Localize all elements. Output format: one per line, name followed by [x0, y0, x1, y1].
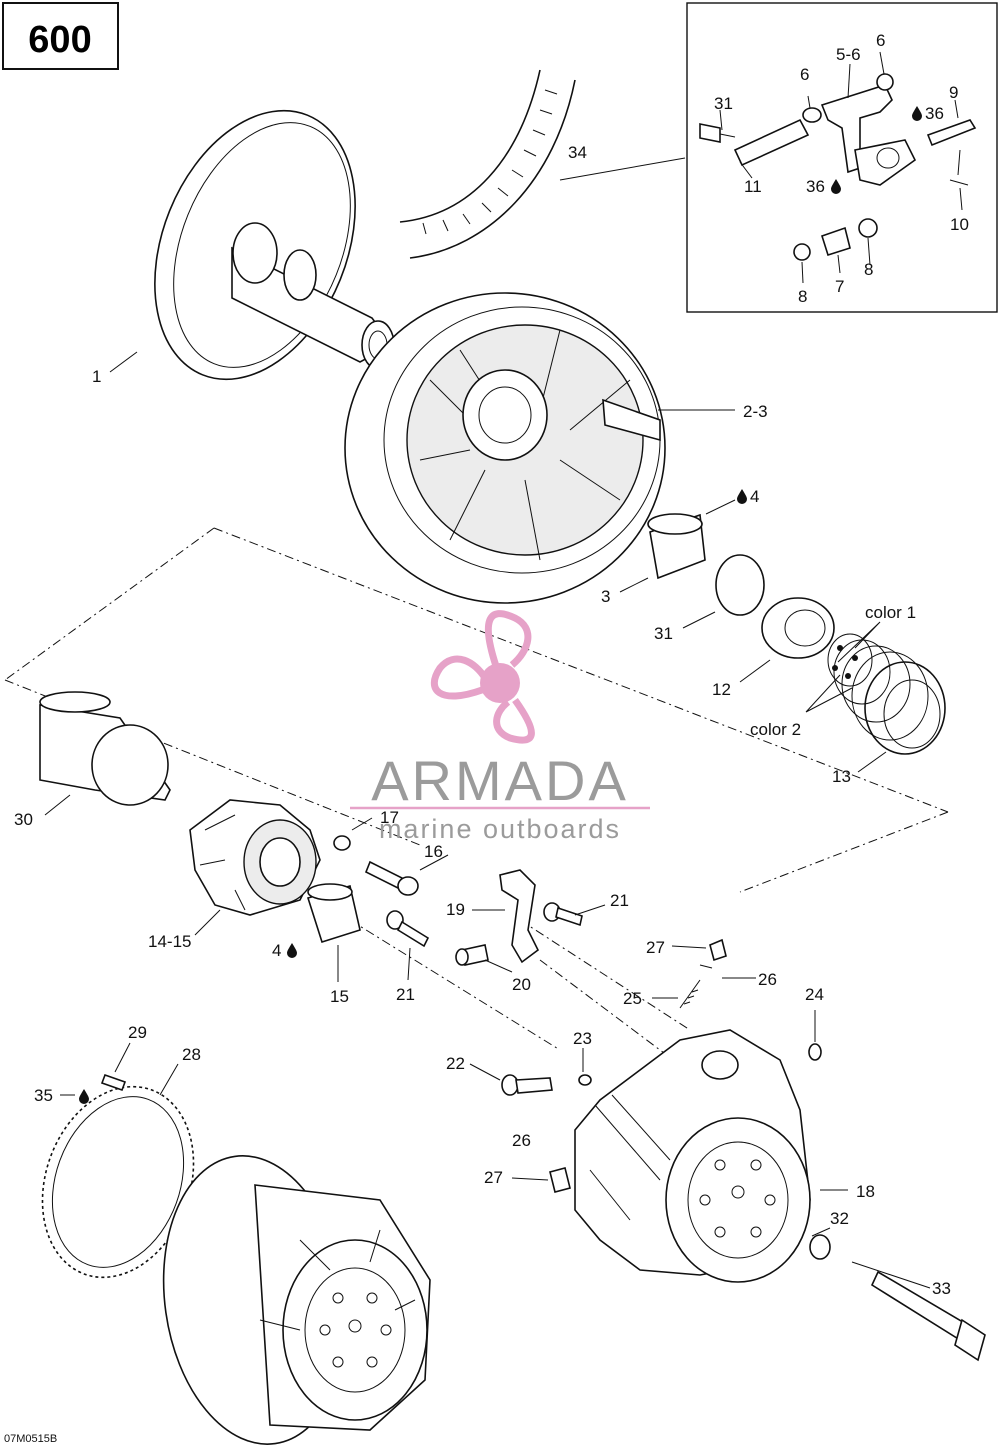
callout: 27: [646, 938, 665, 957]
propeller-logo-icon: [431, 610, 535, 744]
part-roller-20: [455, 944, 489, 966]
watermark-tagline: marine outboards: [379, 814, 621, 844]
callout: 24: [805, 985, 824, 1004]
part-washer-23: [578, 1074, 592, 1086]
leader-lines: [44, 51, 963, 1289]
assembly-line: [349, 919, 561, 1051]
callout: 30: [14, 810, 33, 829]
callout: 33: [932, 1279, 951, 1298]
callout: 1: [92, 367, 101, 386]
callout: 36: [806, 177, 825, 196]
part-fixed-sheave: [154, 109, 395, 381]
lubricant-drop-icon: [912, 106, 922, 121]
callout: 35: [34, 1086, 53, 1105]
part-drive-belt: [399, 69, 576, 259]
callout: 28: [182, 1045, 201, 1064]
callout: 26: [758, 970, 777, 989]
callout-labels: 1 2-3 3 4 4 5-6 6 6 7 8 8 9 10 11 12 13 …: [14, 31, 969, 1298]
callout: 2-3: [743, 402, 768, 421]
callout: 27: [484, 1168, 503, 1187]
model-badge-text: 600: [28, 19, 91, 61]
part-movable-sheave: [344, 292, 666, 604]
callout: 11: [744, 177, 762, 196]
lubricant-drop-icon: [79, 1089, 89, 1104]
callout: 31: [654, 624, 673, 643]
part-spring: [827, 633, 946, 755]
drawing-code: 07M0515B: [4, 1433, 57, 1445]
part-washer-17: [333, 835, 351, 851]
assembly-line: [739, 811, 949, 893]
lubricant-drop-icon: [831, 179, 841, 194]
part-bolt-22: [501, 1074, 553, 1096]
callout: 31: [714, 94, 733, 113]
watermark-brand: ARMADA: [371, 749, 629, 812]
callout: 16: [424, 842, 443, 861]
part-inset-lever-assembly: [699, 73, 977, 261]
callout: 17: [380, 808, 399, 827]
callout: 10: [950, 215, 969, 234]
callout: 12: [712, 680, 731, 699]
part-spring-seat: [761, 597, 835, 659]
part-pulley-hub-18: [574, 1029, 811, 1283]
callout: 19: [446, 900, 465, 919]
detail-inset-box: [686, 2, 998, 313]
callout: 5-6: [836, 45, 861, 64]
callout: 34: [568, 143, 587, 162]
assembly-line: [519, 919, 691, 1031]
callout: 7: [835, 277, 844, 296]
part-slider-27: [709, 938, 727, 962]
part-washer-32: [809, 1234, 831, 1260]
model-badge: 600: [2, 2, 119, 70]
callout: 8: [864, 260, 873, 279]
part-screw-16: [364, 860, 419, 896]
part-bushing-15: [306, 883, 361, 944]
part-assembled-pulley: [162, 1155, 431, 1445]
callout: 20: [512, 975, 531, 994]
callout: 15: [330, 987, 349, 1006]
assembly-line: [4, 527, 215, 681]
callout: 22: [446, 1054, 465, 1073]
part-screw-21: [386, 910, 430, 948]
callout: 4: [272, 941, 281, 960]
part-cam-arm-19: [499, 869, 540, 964]
callout: 29: [128, 1023, 147, 1042]
callout: 32: [830, 1209, 849, 1228]
part-bushing-3: [647, 513, 706, 580]
callout: 21: [610, 891, 629, 910]
part-spring-25: [679, 979, 701, 1009]
callout: 14-15: [148, 932, 191, 951]
part-sleeve-30: [39, 691, 171, 806]
lubricant-drop-icon: [737, 489, 747, 504]
callout: 3: [601, 587, 610, 606]
callout: 6: [800, 65, 809, 84]
part-bolt-33: [870, 1270, 986, 1362]
callout: 13: [832, 767, 851, 786]
callout: 18: [856, 1182, 875, 1201]
part-retaining-ring: [715, 554, 765, 616]
part-washer-24: [808, 1043, 822, 1061]
callout: 6: [876, 31, 885, 50]
part-pin-26: [699, 964, 713, 969]
lubricant-drop-icon: [287, 943, 297, 958]
callout: 9: [949, 83, 958, 102]
callout: 23: [573, 1029, 592, 1048]
part-spider: [189, 799, 321, 916]
callout: 25: [623, 989, 642, 1008]
callout: 4: [750, 487, 759, 506]
part-screw-29: [100, 1073, 127, 1092]
assembly-line: [213, 527, 949, 813]
assembly-line: [4, 679, 421, 846]
part-screw-21b: [543, 902, 583, 927]
part-slider-27b: [549, 1167, 571, 1193]
callout: 26: [512, 1131, 531, 1150]
callout: 21: [396, 985, 415, 1004]
callout: 36: [925, 104, 944, 123]
callout: color 1: [865, 603, 916, 622]
callout: color 2: [750, 720, 801, 739]
callout: 8: [798, 287, 807, 306]
